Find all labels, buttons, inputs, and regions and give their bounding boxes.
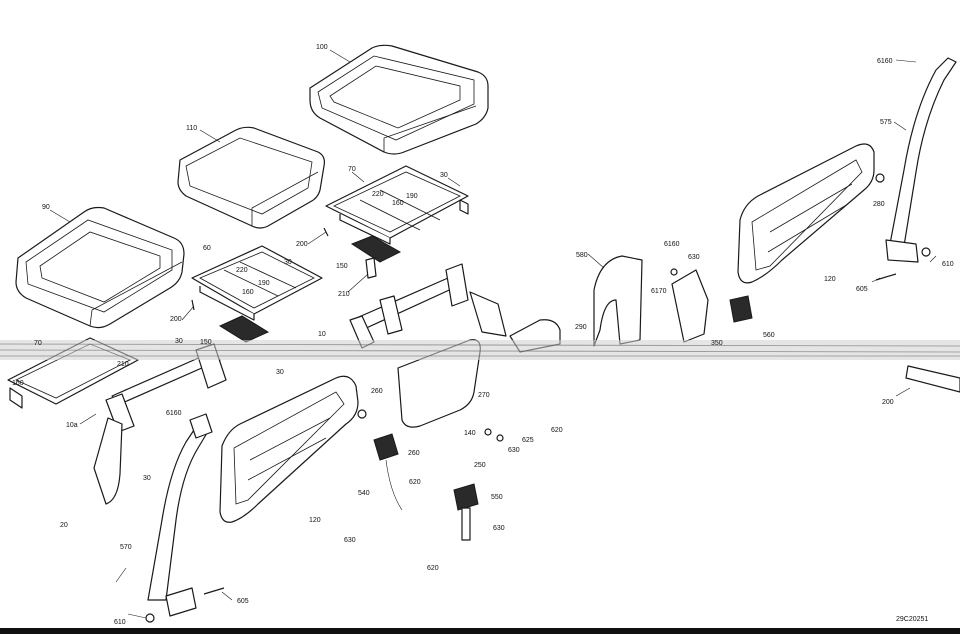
callout-605-left: 605 [237, 598, 249, 605]
callout-200-top: 200 [296, 241, 308, 248]
callout-6160-right: 6160 [877, 58, 893, 65]
callout-150-top: 150 [336, 263, 348, 270]
callout-580: 580 [576, 252, 588, 259]
callout-90: 90 [42, 204, 50, 211]
seat-cushion-100 [309, 44, 489, 155]
seat-frame-mid [191, 245, 323, 321]
callout-260: 260 [371, 388, 383, 395]
callout-550: 550 [491, 494, 503, 501]
callout-70-left: 70 [34, 340, 42, 347]
callout-210-top: 210 [338, 291, 350, 298]
callout-625: 625 [522, 437, 534, 444]
callout-160-mid: 160 [242, 289, 254, 296]
trim-panel-350 [671, 269, 709, 343]
buckle-cover-560 [729, 295, 753, 323]
callout-60: 60 [203, 245, 211, 252]
callout-620-b: 620 [409, 479, 421, 486]
callout-150-mid: 150 [200, 339, 212, 346]
seat-back-120-right [737, 143, 875, 284]
callout-140: 140 [464, 430, 476, 437]
callout-280: 280 [873, 201, 885, 208]
seat-belt-570 [147, 413, 213, 617]
seat-frame-right-edge [905, 365, 960, 393]
callout-160-top: 160 [392, 200, 404, 207]
callout-605-right: 605 [856, 286, 868, 293]
callout-10: 10 [318, 331, 326, 338]
seat-frame-top [325, 165, 469, 245]
callout-620-c: 620 [427, 565, 439, 572]
callout-250: 250 [474, 462, 486, 469]
seat-cushion-90 [15, 206, 185, 329]
callout-270: 270 [478, 392, 490, 399]
callout-10a: 10a [66, 422, 78, 429]
seat-cushion-110 [177, 126, 325, 229]
callout-120-left: 120 [309, 517, 321, 524]
callout-220-mid: 220 [236, 267, 248, 274]
callout-190-top: 190 [406, 193, 418, 200]
seat-belt-575 [885, 57, 957, 263]
latch-assembly-150-top [350, 235, 402, 279]
belt-guide-580 [593, 255, 643, 347]
seat-back-120-left [219, 375, 359, 523]
buckle-540 [373, 433, 403, 511]
drawing-reference-code: 29C20251 [896, 616, 928, 623]
fasteners [145, 173, 931, 623]
callout-630-b: 630 [493, 525, 505, 532]
callout-610-right: 610 [942, 261, 954, 268]
callout-30-mid: 30 [284, 259, 292, 266]
callout-20: 20 [60, 522, 68, 529]
seat-back-140 [397, 319, 561, 428]
callout-630-a: 630 [508, 447, 520, 454]
callout-30-low: 30 [276, 369, 284, 376]
callout-200-mid: 200 [170, 316, 182, 323]
callout-6160-left: 6160 [166, 410, 182, 417]
callout-260-b: 260 [408, 450, 420, 457]
callout-6160-mid: 6160 [664, 241, 680, 248]
callout-630-c: 630 [344, 537, 356, 544]
bottom-border [0, 628, 960, 634]
callout-220-top: 220 [372, 191, 384, 198]
callout-350: 350 [711, 340, 723, 347]
callout-570: 570 [120, 544, 132, 551]
callout-560: 560 [763, 332, 775, 339]
callout-290: 290 [575, 324, 587, 331]
callout-160-left: 160 [12, 380, 24, 387]
callout-100: 100 [316, 44, 328, 51]
callout-210-left: 210 [117, 361, 129, 368]
leader-lines [49, 49, 937, 619]
callout-540: 540 [358, 490, 370, 497]
support-frame-10 [349, 263, 507, 349]
buckle-550 [453, 483, 479, 541]
callout-30-bracket: 30 [143, 475, 151, 482]
callout-120-right: 120 [824, 276, 836, 283]
scan-distortion-band [0, 340, 960, 360]
callout-30-top: 30 [440, 172, 448, 179]
callout-190-mid: 190 [258, 280, 270, 287]
callout-575: 575 [880, 119, 892, 126]
callout-610-left: 610 [114, 619, 126, 626]
callout-620-a: 620 [551, 427, 563, 434]
callout-200-right: 200 [882, 399, 894, 406]
callout-70-top: 70 [348, 166, 356, 173]
callout-6170: 6170 [651, 288, 667, 295]
callout-110: 110 [186, 125, 197, 132]
latch-assembly-150-mid [218, 315, 270, 343]
callout-630-d: 630 [688, 254, 700, 261]
callout-30-left: 30 [175, 338, 183, 345]
callout-labels: 100 110 90 70 30 220 190 160 200 150 210… [12, 44, 954, 626]
